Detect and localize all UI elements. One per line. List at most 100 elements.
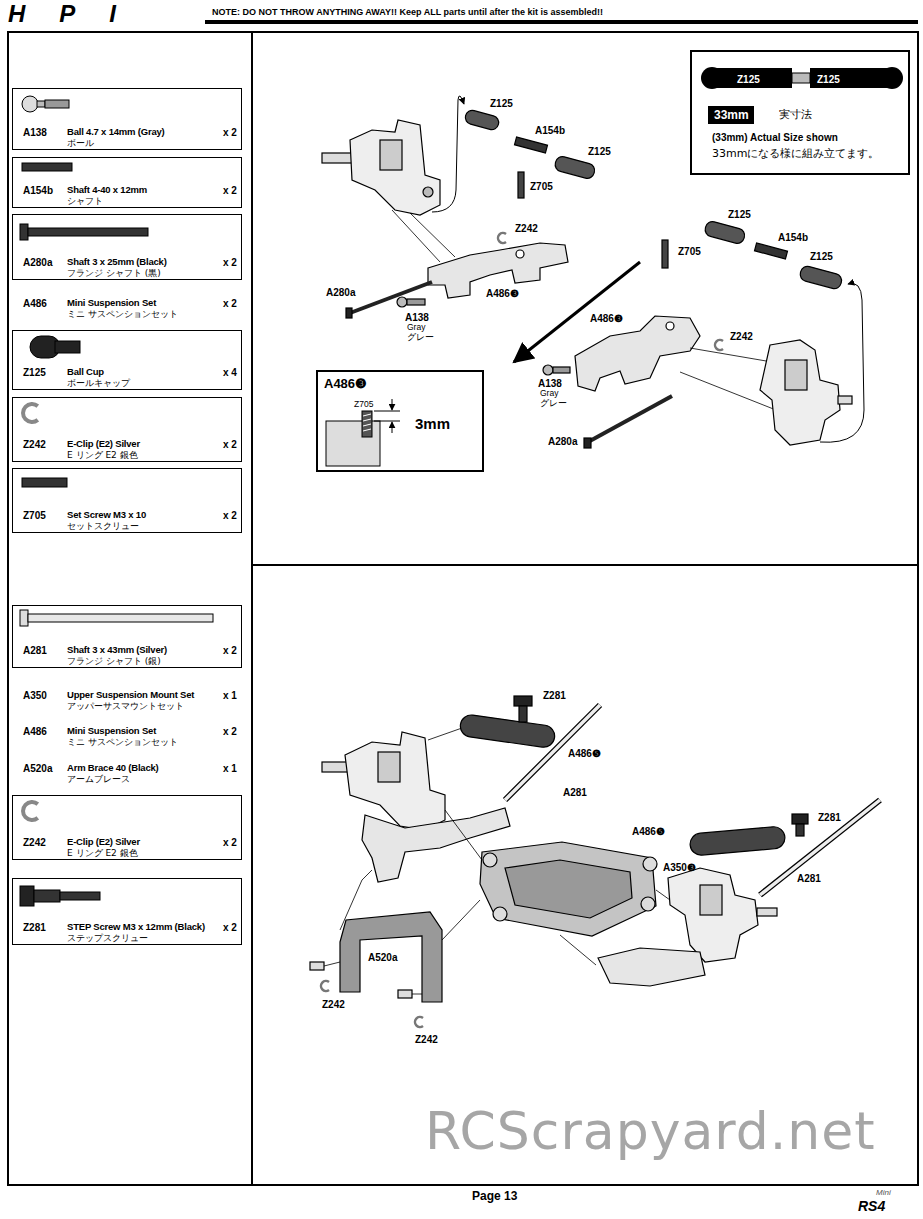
callout-label: A281 (797, 873, 821, 885)
drawing-part (432, 96, 464, 212)
drawing-part (505, 705, 600, 800)
drawing-part (55, 341, 80, 353)
part-box: Z281STEP Screw M3 x 12mm (Black)ステップスクリュ… (12, 878, 242, 945)
drawing-part (20, 886, 34, 906)
drawing-part (543, 365, 553, 375)
part-box: A154bShaft 4-40 x 12mmシャフトx 2 (12, 157, 242, 208)
drawing-part (553, 367, 570, 373)
part-box: Z705Set Screw M3 x 10セットスクリューx 2 (12, 468, 242, 533)
upper-right-assembly (543, 220, 864, 448)
drawing-part (397, 297, 407, 307)
upper-left-assembly (322, 96, 596, 318)
drawing-part (690, 348, 772, 362)
node-text: x 2 (223, 185, 237, 197)
drawing-part (708, 106, 754, 124)
callout-label: A520a (368, 952, 397, 964)
drawing-part (588, 396, 672, 442)
drawing-part (28, 614, 213, 622)
lower-assembly (310, 696, 880, 1027)
node-text: A154b (23, 185, 53, 197)
drawing-part (760, 800, 880, 895)
callout-label: Z125 (728, 209, 751, 221)
drawing-part (415, 1017, 423, 1027)
drawing-part (23, 404, 38, 422)
drawing-part (518, 172, 524, 198)
node-text: E リング E2 銀色 (67, 848, 138, 858)
drawing-part (514, 696, 532, 706)
drawing-part (712, 68, 792, 88)
callout-label: A486❸ (590, 313, 623, 325)
callout-label: A281 (563, 787, 587, 799)
drawing-part (799, 265, 843, 290)
size-gauge (701, 67, 903, 124)
drawing-part (322, 153, 352, 163)
label-text: アームブレース (67, 774, 130, 784)
drawing-part (442, 900, 480, 940)
drawing-part (505, 705, 600, 800)
label-text: A486 (23, 726, 47, 738)
drawing-part (796, 824, 804, 836)
node-text: ステップスクリュー (67, 933, 148, 943)
node-text: Z125 (23, 367, 46, 379)
node-text: 33mmになる様に組み立てます。 (712, 148, 879, 161)
drawing-part (20, 610, 28, 626)
drawing-part (340, 912, 442, 1002)
drawing-part (363, 424, 371, 426)
node-text: Z125 (817, 74, 840, 86)
callout-label: A154b (778, 232, 808, 244)
callout-label: Z125 (588, 146, 611, 158)
drawing-part (324, 962, 340, 966)
drawing-part (350, 120, 440, 215)
node-text: x 2 (223, 127, 237, 139)
drawing-part (252, 564, 918, 566)
drawing-part (22, 96, 38, 112)
drawing-part (641, 897, 655, 911)
part-box: Z125Ball Cupボールキャップx 4 (12, 330, 242, 390)
drawing-part (363, 419, 371, 421)
node-text: 33mm (714, 109, 749, 123)
node-text: Z705 (354, 400, 373, 410)
label-text: NOTE: DO NOT THROW ANYTHING AWAY!! Keep … (212, 7, 603, 17)
label-text: RS4 (858, 1199, 885, 1213)
drawing-part (310, 962, 324, 970)
drawing-part (374, 411, 400, 412)
label-text: Gray (540, 389, 558, 399)
part-box: A280aShaft 3 x 25mm (Black)フランジ シャフト (黒)… (12, 214, 242, 280)
drawing-part (792, 73, 810, 83)
label-text: Mini (876, 1188, 891, 1197)
drawing-part (668, 868, 758, 962)
drawing-part (598, 948, 705, 986)
drawing-part (464, 109, 500, 131)
node-text: x 2 (223, 837, 237, 849)
part-box: Z242E-Clip (E2) SilverE リング E2 銀色x 2 (12, 397, 242, 462)
drawing-part (380, 140, 402, 170)
drawing-part (715, 340, 723, 350)
drawing-part (760, 340, 840, 445)
part-box: Z242E-Clip (E2) SilverE リング E2 銀色x 2 (12, 795, 242, 860)
drawing-part (666, 322, 674, 330)
drawing-part (350, 282, 432, 313)
drawing-part (519, 706, 527, 722)
label-text: ミニ サスペンションセット (67, 737, 178, 747)
node-text: x 2 (223, 645, 237, 657)
drawing-part (820, 283, 864, 442)
node-text: フランジ シャフト (銀) (67, 656, 161, 666)
node-text: A281 (23, 645, 47, 657)
drawing-part (392, 399, 393, 410)
drawing-part (407, 299, 425, 305)
setscrew-depth-detail (326, 399, 400, 466)
callout-label: A486❺ (568, 748, 601, 760)
drawing-part (45, 100, 69, 108)
drawing-part (498, 233, 506, 243)
node-text: Z242 (23, 837, 46, 849)
drawing-part (760, 800, 880, 895)
callout-label: Z242 (322, 999, 345, 1011)
drawing-part (346, 308, 352, 318)
drawing-part (662, 240, 668, 268)
drawing-part (689, 826, 786, 856)
drawing-part (757, 908, 777, 916)
drawing-part (493, 907, 507, 921)
callout-label: A350❸ (663, 862, 696, 874)
node-text: Shaft 3 x 25mm (Black) (67, 257, 167, 268)
node-text: A280a (23, 257, 52, 269)
